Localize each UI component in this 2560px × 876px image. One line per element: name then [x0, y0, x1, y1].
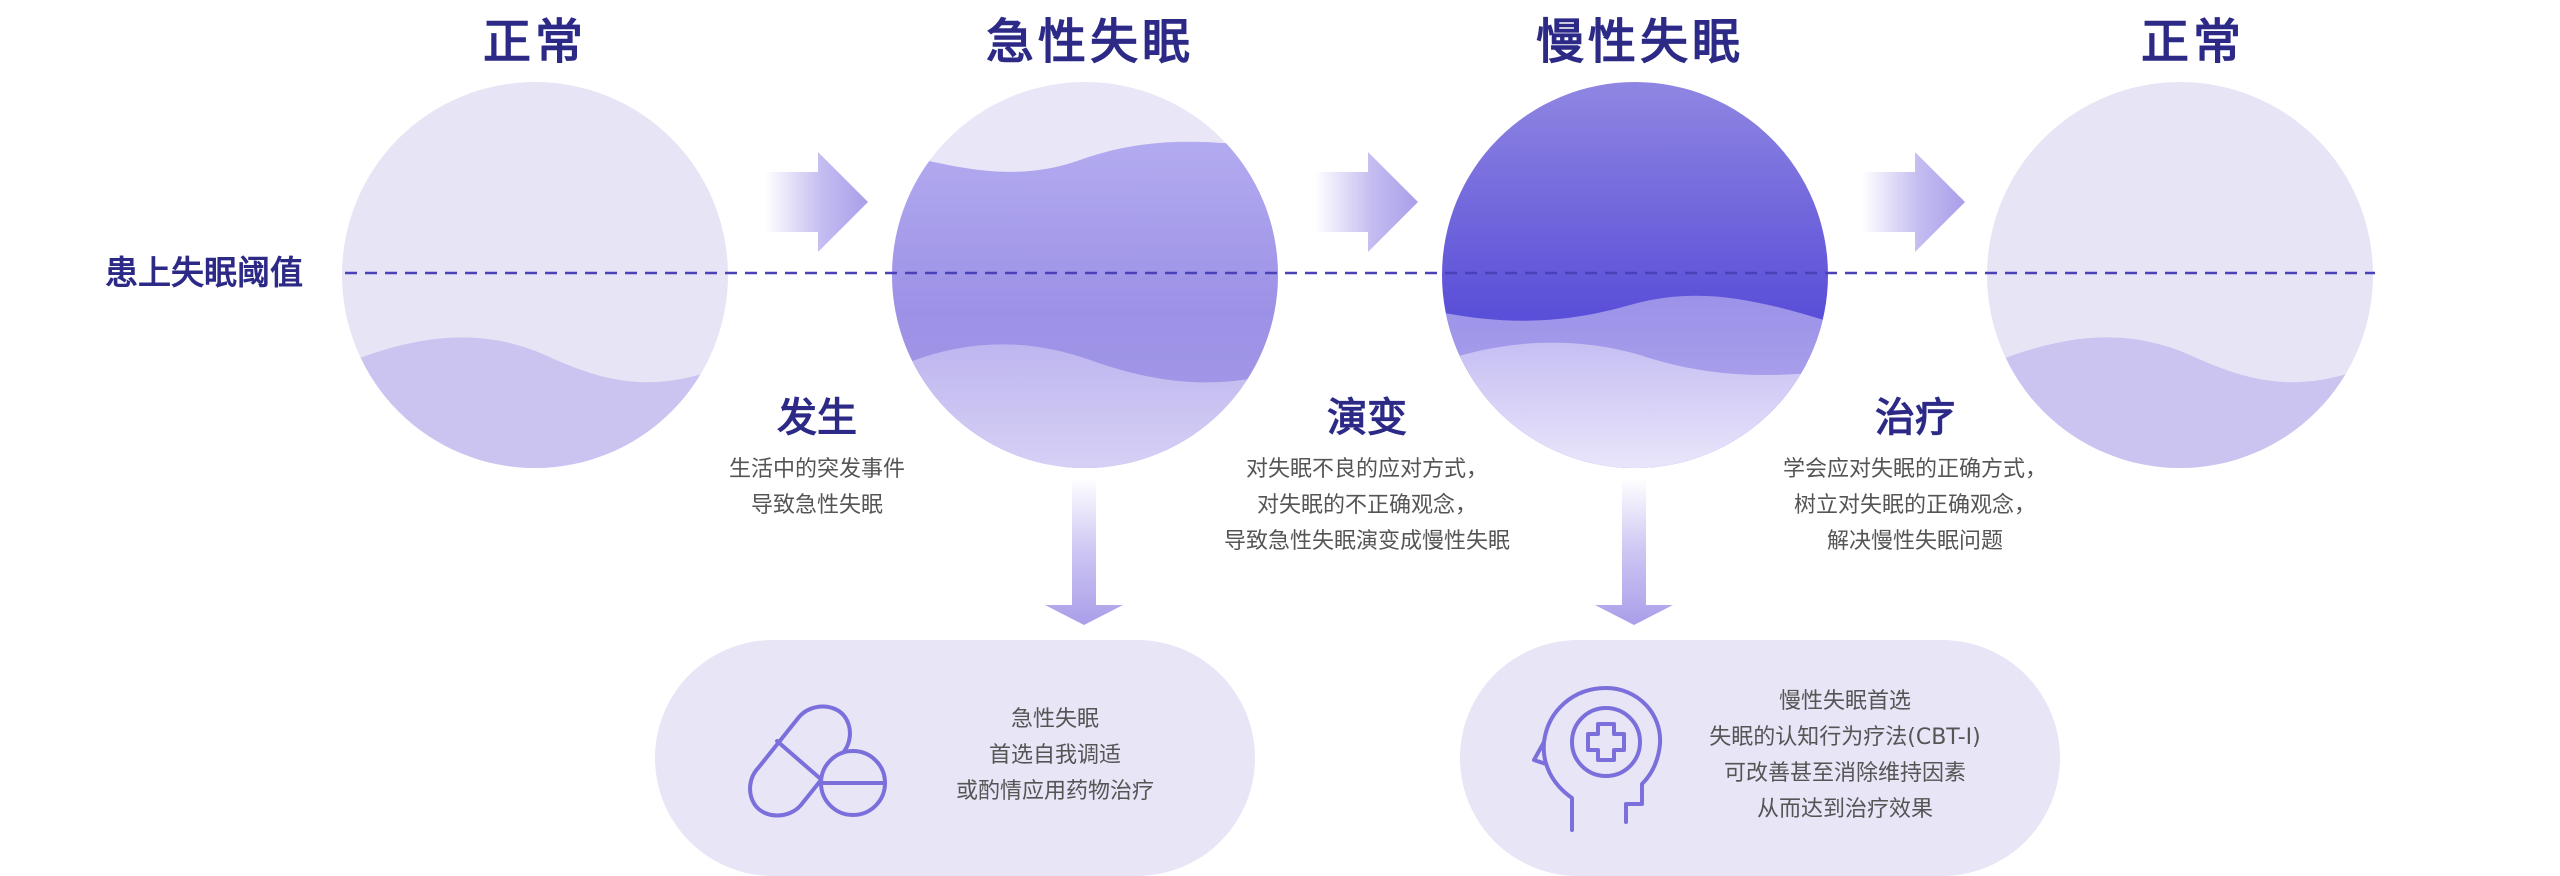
arrow-down-icon-1: [1045, 478, 1123, 625]
stage-title-normal-start: 正常: [482, 14, 587, 70]
step-title-treatment: 治疗: [1875, 395, 1955, 441]
step-desc-line: 导致急性失眠: [750, 493, 883, 518]
arrow-down-icon-2: [1595, 478, 1673, 625]
treatment-line: 失眠的认知行为疗法(CBT-I): [1709, 725, 1981, 750]
step-desc-line: 生活中的突发事件: [728, 457, 905, 482]
treatment-line: 可改善甚至消除维持因素: [1723, 761, 1966, 786]
step-desc-onset: 生活中的突发事件 导致急性失眠: [617, 452, 1017, 524]
treatment-line: 首选自我调适: [988, 743, 1121, 768]
step-title-onset: 发生: [777, 395, 857, 441]
chronic-treatment-text: 慢性失眠首选 失眠的认知行为疗法(CBT-I) 可改善甚至消除维持因素 从而达到…: [1675, 684, 2015, 828]
treatment-line: 急性失眠: [1010, 707, 1099, 732]
step-desc-treatment: 学会应对失眠的正确方式， 树立对失眠的正确观念， 解决慢性失眠问题: [1715, 452, 2115, 560]
chronic-treatment-card: 慢性失眠首选 失眠的认知行为疗法(CBT-I) 可改善甚至消除维持因素 从而达到…: [1460, 640, 2060, 876]
arrow-right-icon-2: [1315, 152, 1418, 252]
step-desc-line: 对失眠的不正确观念，: [1256, 493, 1477, 518]
head-medical-cross-icon: [1532, 686, 1663, 832]
treatment-line: 从而达到治疗效果: [1756, 797, 1933, 822]
stage-title-acute-insomnia: 急性失眠: [985, 14, 1194, 70]
acute-insomnia-circle: [892, 82, 1278, 468]
stage-title-chronic-insomnia: 慢性失眠: [1535, 14, 1744, 70]
step-desc-line: 解决慢性失眠问题: [1826, 529, 2003, 554]
treatment-line: 慢性失眠首选: [1778, 689, 1911, 714]
step-desc-line: 导致急性失眠演变成慢性失眠: [1223, 529, 1510, 554]
acute-treatment-text: 急性失眠 首选自我调适 或酌情应用药物治疗: [905, 702, 1205, 810]
step-desc-line: 学会应对失眠的正确方式，: [1782, 457, 2047, 482]
arrow-right-icon-3: [1862, 152, 1965, 252]
treatment-line: 或酌情应用药物治疗: [955, 779, 1154, 804]
stage-title-normal-end: 正常: [2140, 14, 2245, 70]
arrow-right-icon-1: [765, 152, 868, 252]
step-desc-evolution: 对失眠不良的应对方式， 对失眠的不正确观念， 导致急性失眠演变成慢性失眠: [1167, 452, 1567, 560]
threshold-label: 患上失眠阈值: [105, 253, 303, 292]
step-desc-line: 对失眠不良的应对方式，: [1245, 457, 1488, 482]
step-title-evolution: 演变: [1327, 395, 1407, 441]
step-desc-line: 树立对失眠的正确观念，: [1793, 493, 2036, 518]
pill-capsule-icon: [748, 704, 887, 818]
acute-treatment-card: 急性失眠 首选自我调适 或酌情应用药物治疗: [655, 640, 1255, 876]
